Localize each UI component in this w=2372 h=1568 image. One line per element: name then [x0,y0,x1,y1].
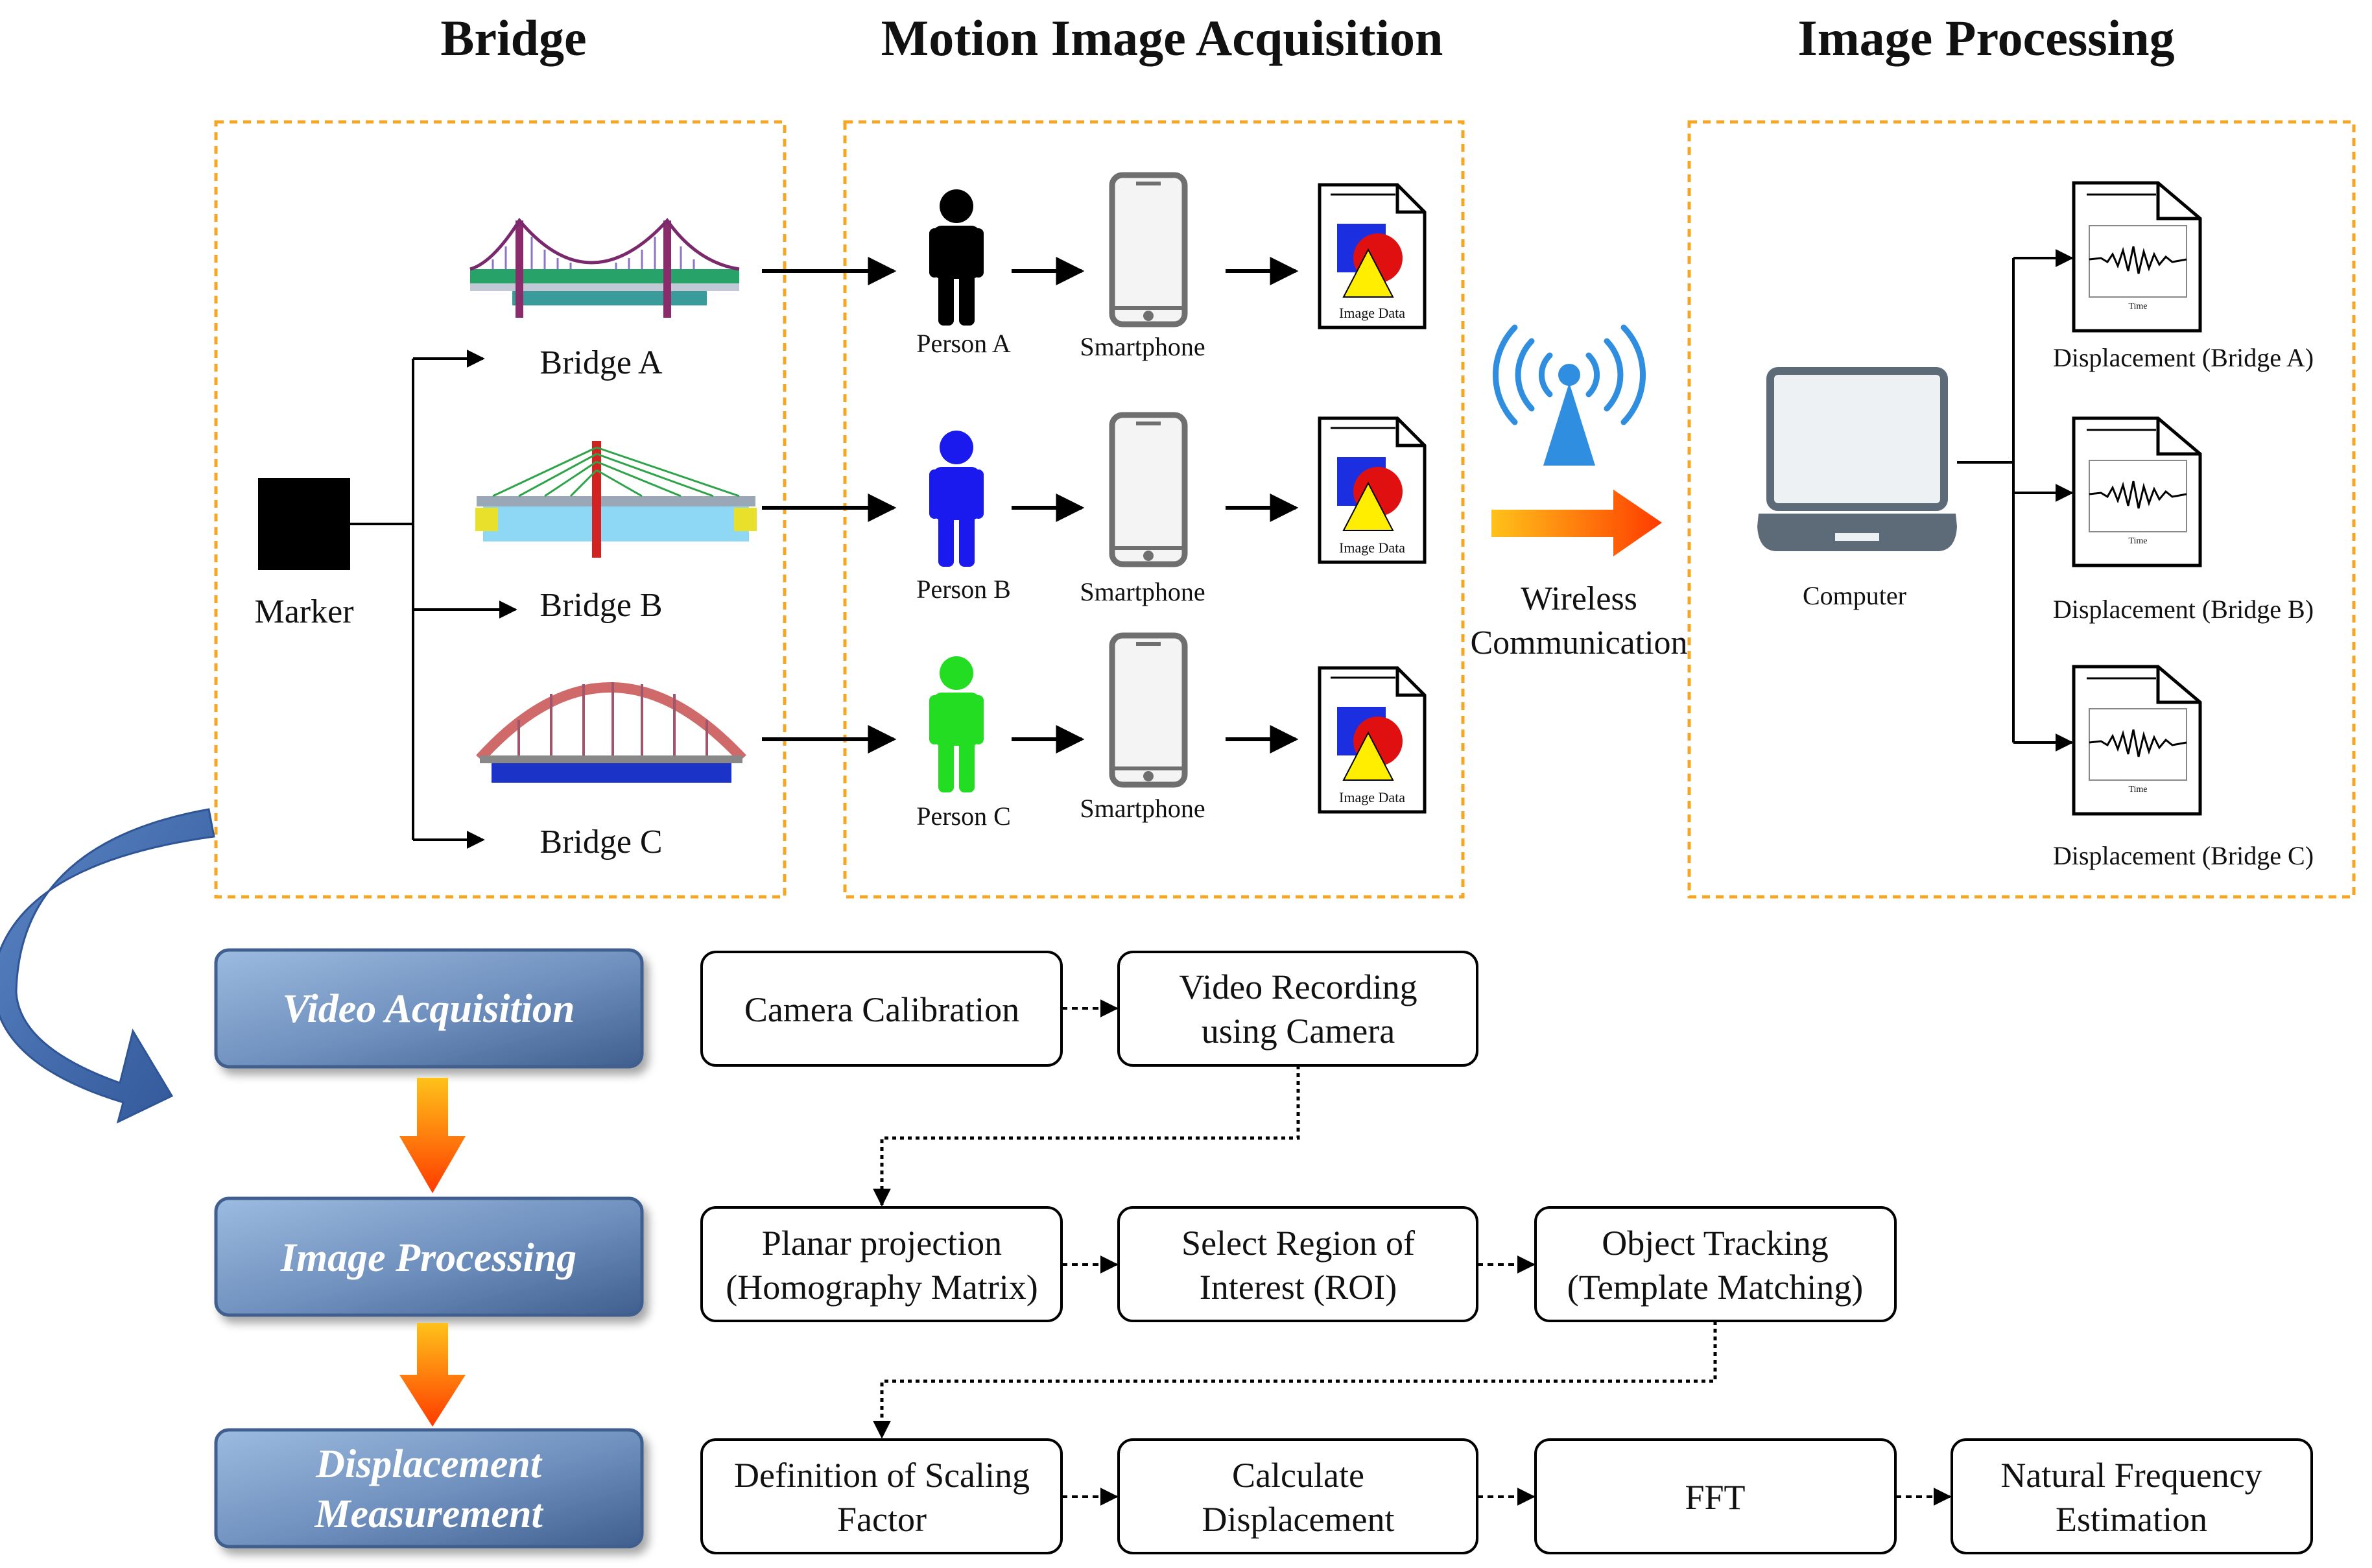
step-natural-frequency [1951,1438,2313,1554]
person-c-icon [929,656,984,792]
laptop-icon [1757,367,1957,551]
title-acquisition: Motion Image Acquisition [881,10,1443,66]
step-boxes [700,951,2313,1554]
stage-video-acquisition [214,948,644,1069]
bridge-b-icon [475,441,757,558]
stage-displacement-label-line2: Measurement [314,1492,543,1536]
image-data-c-label: Image Data [1339,789,1405,805]
bridge-a-icon [469,217,740,318]
plot-a-xlabel: Time [2128,302,2147,311]
displacement-c-icon [2072,665,2202,816]
stage-video-acquisition-label: Video Acquisition [283,987,575,1031]
marker-icon [258,478,350,570]
displacement-b-icon [2072,416,2202,567]
plot-b-xlabel: Time [2128,536,2147,546]
title-bridge: Bridge [440,10,586,66]
smartphone-c-icon [1109,632,1188,788]
stage-displacement-label-line1: Displacement [315,1442,543,1486]
stage-image-processing [214,1196,644,1317]
bridge-b-label: Bridge B [540,587,662,624]
step-planar-label-1: Planar projection [762,1224,1002,1263]
step-video-recording-label-1: Video Recording [1179,968,1417,1006]
image-data-b-label: Image Data [1339,540,1405,556]
stage-arrow-1 [399,1078,466,1193]
phone-file-arrows [1226,257,1299,754]
step-roi-label-1: Select Region of [1181,1224,1415,1263]
plot-c-xlabel: Time [2128,785,2147,794]
smartphone-a-label: Smartphone [1080,332,1205,361]
smartphone-c-label: Smartphone [1080,794,1205,823]
smartphone-a-icon [1109,172,1188,327]
wireless-arrow [1491,490,1662,556]
computer-output-tree [1957,249,2074,752]
person-a-icon [929,189,984,326]
displacement-a-icon [2072,181,2202,333]
stage-displacement-measurement [214,1428,644,1549]
smartphone-b-label: Smartphone [1080,577,1205,606]
person-c-label: Person C [916,802,1011,831]
person-phone-arrows [1012,257,1085,754]
step-connectors [1061,999,1952,1506]
displacement-c-label: Displacement (Bridge C) [2053,841,2314,870]
displacement-b-label: Displacement (Bridge B) [2053,595,2314,624]
step-tracking-label-1: Object Tracking [1602,1224,1828,1263]
displacement-a-label: Displacement (Bridge A) [2053,343,2314,372]
processing-panel [1687,120,2356,899]
step-calc-label-2: Displacement [1202,1500,1395,1539]
curved-flow-arrow [0,808,215,1124]
step-fft-label: FFT [1685,1478,1745,1517]
marker-tree [350,350,517,849]
smartphone-b-icon [1109,412,1188,567]
stage-arrow-2 [399,1323,466,1427]
bridge-person-arrows [762,257,897,754]
image-data-a-icon [1318,183,1427,329]
title-processing: Image Processing [1797,10,2174,66]
person-a-label: Person A [916,329,1011,358]
step-calc-label-1: Calculate [1232,1456,1364,1495]
person-b-label: Person B [916,575,1011,604]
bridge-c-icon [476,682,746,783]
step-scaling-label-2: Factor [837,1500,927,1539]
marker-label: Marker [254,593,353,630]
step-video-recording-label-2: using Camera [1202,1012,1395,1051]
wireless-label-line1: Wireless [1521,580,1637,617]
wireless-label-line2: Communication [1470,624,1687,661]
bridge-a-label: Bridge A [540,344,663,381]
image-data-c-icon [1318,666,1427,814]
person-b-icon [929,431,984,567]
step-nfe-label-2: Estimation [2056,1500,2207,1539]
step-scaling-label-1: Definition of Scaling [734,1456,1030,1495]
image-data-a-label: Image Data [1339,305,1405,321]
step-camera-calibration-label: Camera Calibration [744,990,1019,1029]
bridge-c-label: Bridge C [540,824,662,861]
step-nfe-label-1: Natural Frequency [2000,1456,2262,1495]
step-roi-label-2: Interest (ROI) [1200,1268,1397,1307]
step-elbow-connectors [873,1065,1717,1439]
step-planar-label-2: (Homography Matrix) [726,1268,1038,1307]
image-data-b-icon [1318,416,1427,564]
computer-label: Computer [1803,581,1906,610]
stage-image-processing-label: Image Processing [280,1236,576,1280]
antenna-icon [1493,324,1646,466]
step-tracking-label-2: (Template Matching) [1567,1268,1864,1307]
